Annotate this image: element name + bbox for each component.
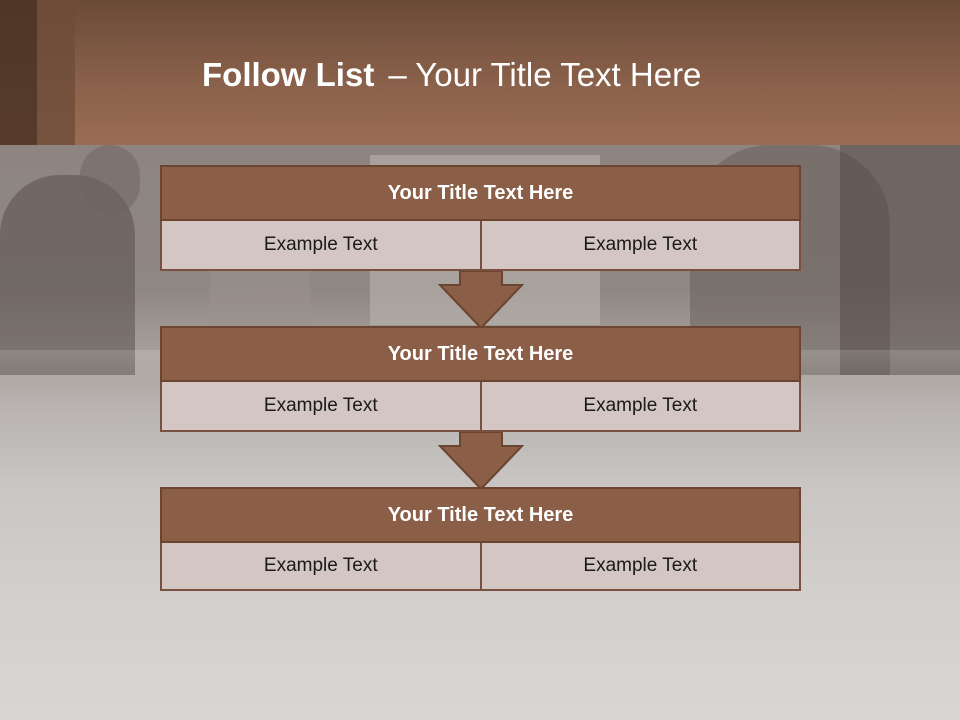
slide-title-rest: – Your Title Text Here [388, 56, 702, 93]
header-accent-dark [0, 0, 37, 145]
step-row: Example Text Example Text [160, 543, 801, 591]
step-cell-left: Example Text [160, 382, 482, 432]
photo-figure [840, 145, 960, 375]
step-cell-left: Example Text [160, 221, 482, 271]
down-arrow-icon [438, 432, 524, 490]
step-row: Example Text Example Text [160, 221, 801, 271]
slide-title: Follow List – Your Title Text Here [202, 56, 701, 94]
step-block-3: Your Title Text Here Example Text Exampl… [160, 487, 801, 591]
slide-title-bold: Follow List [202, 56, 375, 93]
step-cell-left: Example Text [160, 543, 482, 591]
step-cell-right: Example Text [481, 382, 801, 432]
header-accent-mid [37, 0, 75, 145]
step-title: Your Title Text Here [160, 487, 801, 543]
step-block-1: Your Title Text Here Example Text Exampl… [160, 165, 801, 271]
step-row: Example Text Example Text [160, 382, 801, 432]
step-cell-right: Example Text [481, 543, 801, 591]
step-block-2: Your Title Text Here Example Text Exampl… [160, 326, 801, 432]
header-band [0, 0, 960, 145]
step-title: Your Title Text Here [160, 326, 801, 382]
step-cell-right: Example Text [481, 221, 801, 271]
step-title: Your Title Text Here [160, 165, 801, 221]
photo-figure [80, 145, 140, 215]
down-arrow-icon [438, 271, 524, 329]
